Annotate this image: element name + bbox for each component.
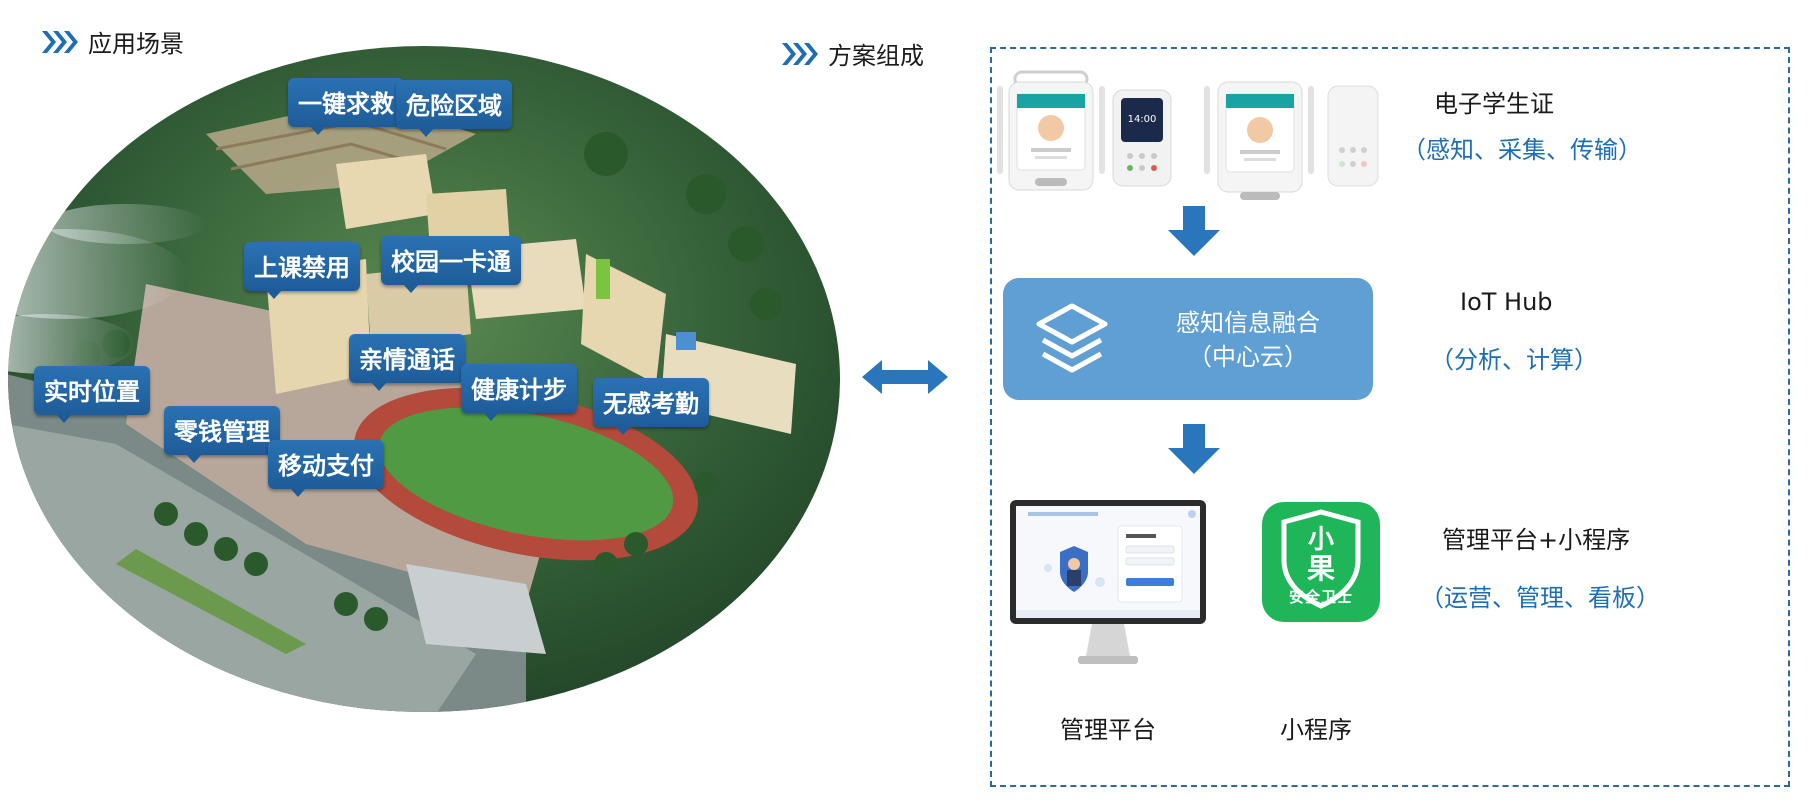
tag-campus-card: 校园一卡通 <box>381 236 521 293</box>
platform-label: 管理平台+小程序 <box>1442 526 1631 554</box>
hub-label: IoT Hub <box>1460 288 1553 316</box>
tag-realtime-location: 实时位置 <box>34 366 150 423</box>
down-arrow-icon <box>1168 424 1220 474</box>
app-char-top: 小 <box>1308 525 1334 555</box>
tag-mobile-pay: 移动支付 <box>268 440 384 497</box>
solution-box <box>990 47 1790 787</box>
campus-scene: 一键求救 危险区域 上课禁用 校园一卡通 亲情通话 实时位置 健康计步 无感考勤… <box>6 44 842 714</box>
app-name: 安全卫士 <box>1288 588 1353 606</box>
mgmt-platform-caption: 管理平台 <box>1060 716 1156 744</box>
hub-title: 感知信息融合 （中心云） <box>1143 306 1353 374</box>
platform-sub-label: （运营、管理、看板） <box>1420 584 1660 612</box>
double-arrow-icon <box>862 360 948 394</box>
tag-emergency-call: 一键求救 <box>288 78 404 135</box>
iot-hub-box: 感知信息融合 （中心云） <box>1003 278 1373 400</box>
mini-program-caption: 小程序 <box>1280 716 1352 744</box>
tag-attendance: 无感考勤 <box>593 378 709 435</box>
tag-class-disable: 上课禁用 <box>244 242 360 299</box>
section-title-text: 应用场景 <box>88 30 184 58</box>
layers-icon <box>1036 303 1108 373</box>
student-card-device-image: 14:00 <box>997 70 1172 191</box>
mini-program-app-icon: 小 果 安全卫士 <box>1262 502 1380 622</box>
device-label: 电子学生证 <box>1434 90 1554 118</box>
section-title-scenarios: 应用场景 <box>40 24 184 59</box>
management-platform-monitor-image <box>1010 500 1206 664</box>
section-title-solution: 方案组成 <box>780 36 924 71</box>
tag-health-steps: 健康计步 <box>461 364 577 421</box>
chevron-triple-icon <box>782 42 818 65</box>
app-char-bottom: 果 <box>1307 552 1335 585</box>
tag-danger-zone: 危险区域 <box>396 80 512 137</box>
device-sub-label: （感知、采集、传输） <box>1402 136 1642 164</box>
hub-sub-label: （分析、计算） <box>1430 346 1598 374</box>
hub-title-main: 感知信息融合 <box>1176 309 1320 337</box>
student-card-device-image-2 <box>1204 81 1379 200</box>
tag-family-call: 亲情通话 <box>349 334 465 391</box>
shield-icon: 小 果 <box>1281 509 1361 609</box>
tag-pocket-money: 零钱管理 <box>164 406 280 463</box>
device-clock-text: 14:00 <box>1128 114 1157 125</box>
section-title-text: 方案组成 <box>828 42 924 70</box>
hub-title-sub: （中心云） <box>1188 343 1308 371</box>
chevron-triple-icon <box>42 30 78 53</box>
down-arrow-icon <box>1168 206 1220 256</box>
